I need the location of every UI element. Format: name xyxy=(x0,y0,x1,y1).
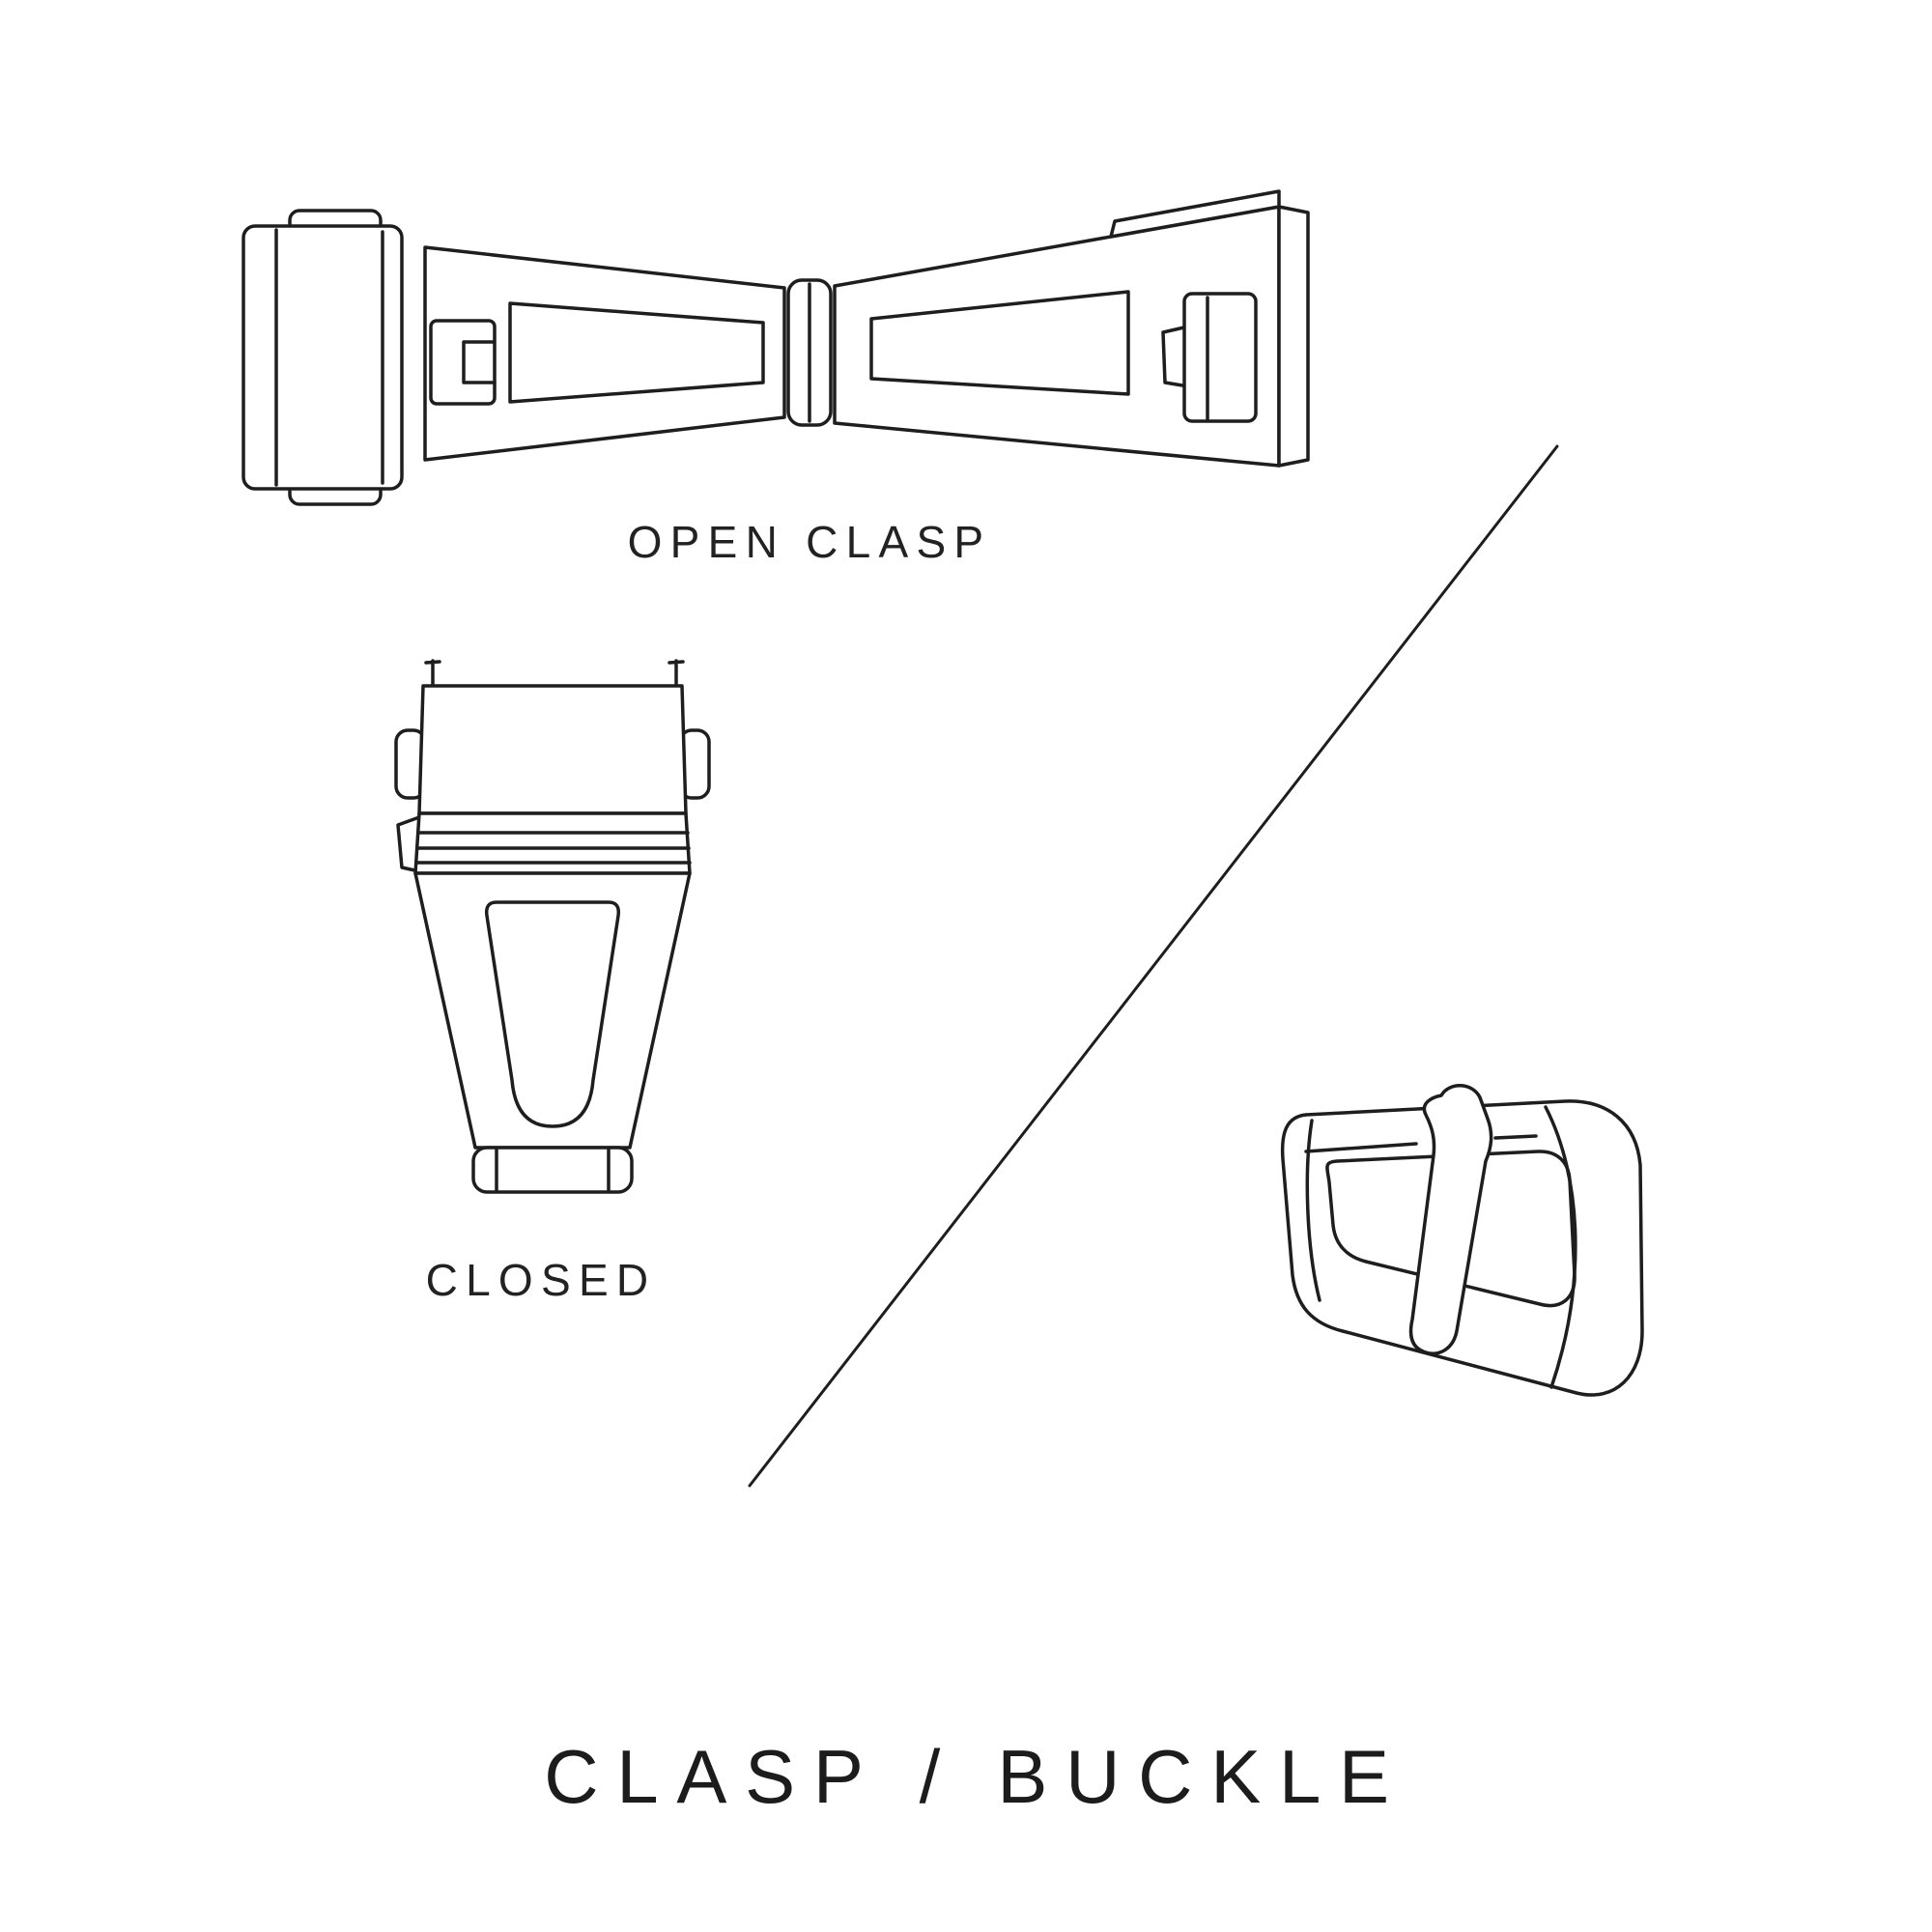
closed-clasp-drawing xyxy=(394,659,711,1194)
tang-buckle-drawing xyxy=(1280,1084,1644,1397)
open-clasp-label: OPEN CLASP xyxy=(627,517,992,567)
diagonal-divider-line xyxy=(748,444,1559,1488)
open-clasp-drawing xyxy=(242,189,1310,506)
page-title: CLASP / BUCKLE xyxy=(544,1734,1407,1819)
closed-label: CLOSED xyxy=(425,1255,657,1305)
